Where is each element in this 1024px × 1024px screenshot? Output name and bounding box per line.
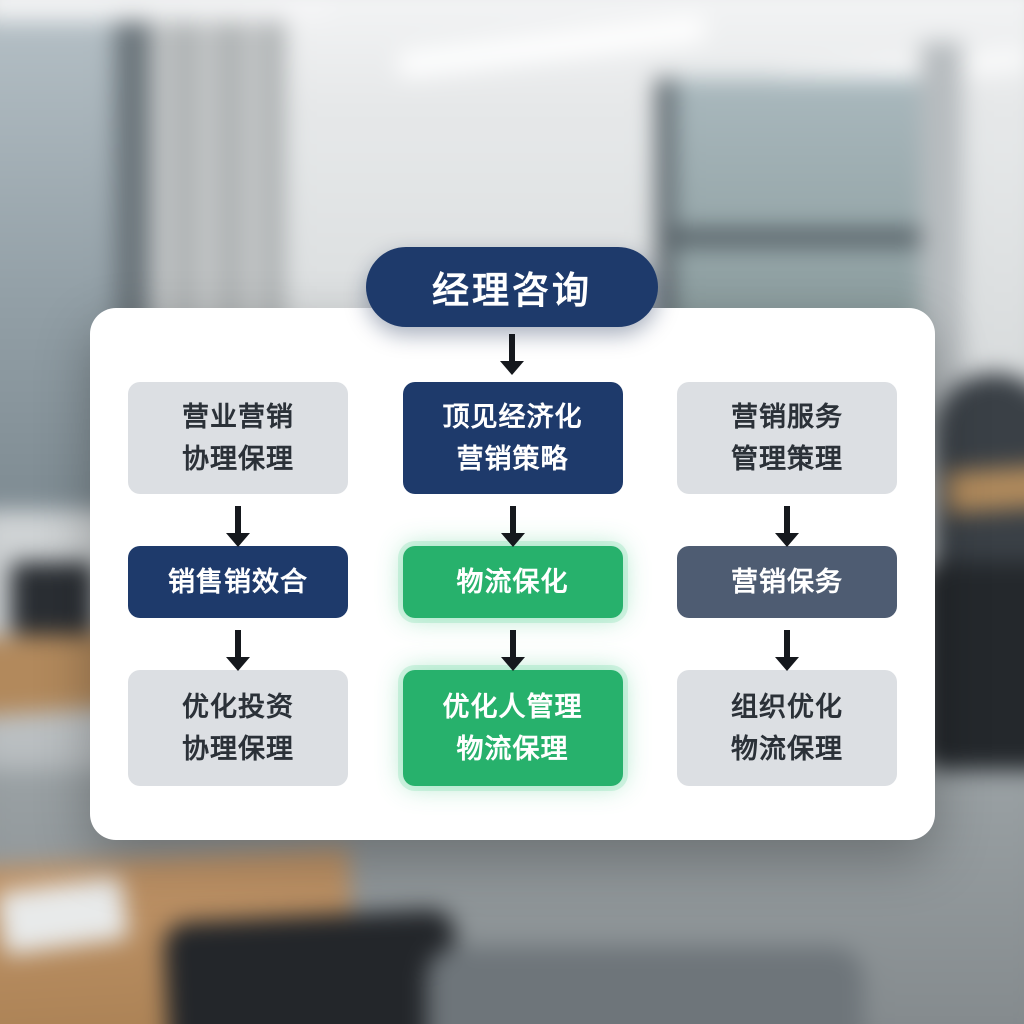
down-arrow-icon: [509, 334, 515, 362]
down-arrow-icon: [235, 506, 241, 534]
flowchart-header-label: 经理咨询: [432, 270, 592, 311]
monitor: [10, 561, 94, 635]
flow-column-left: 营业营销 协理保理 销售销效合 优化投资 协理保理: [128, 382, 348, 840]
flow-box-line: 营销服务: [731, 401, 843, 432]
flow-box-line: 管理策理: [731, 444, 843, 474]
flow-box-right-top: 营销服务 管理策理: [677, 382, 897, 494]
flow-box-line: 优化人管理: [442, 691, 583, 722]
flow-box-left-middle: 销售销效合: [128, 546, 348, 618]
down-arrow-icon: [509, 334, 515, 362]
flow-box-line: 销售销效合: [168, 566, 308, 597]
down-arrow-icon: [509, 506, 516, 534]
flow-box-line: 营销保务: [731, 566, 843, 597]
flow-box-line: 物流保理: [456, 734, 569, 764]
down-arrow-icon: [509, 618, 516, 670]
flow-box-line: 顶见经济化: [442, 401, 583, 432]
flow-box-line: 协理保理: [182, 734, 294, 764]
flow-box-line: 协理保理: [182, 444, 294, 474]
flow-box-line: 物流保化: [456, 566, 569, 597]
flow-column-right: 营销服务 管理策理 营销保务 组织优化 物流保理: [677, 382, 897, 840]
window-frame: [671, 229, 937, 246]
down-arrow-icon: [784, 494, 790, 546]
down-arrow-icon: [784, 630, 790, 658]
flow-box-left-bottom: 优化投资 协理保理: [128, 670, 348, 786]
flowchart-header: 经理咨询: [366, 247, 658, 327]
flowchart-grid: 营业营销 协理保理 销售销效合 优化投资 协理保理 顶见经济化 营销策略: [90, 308, 935, 840]
floor-shadow: [426, 946, 864, 1024]
flow-box-center-top: 顶见经济化 营销策略: [402, 382, 623, 494]
flow-box-center-bottom: 优化人管理 物流保理: [402, 670, 623, 786]
flow-box-right-middle: 营销保务: [677, 546, 897, 618]
down-arrow-icon: [509, 494, 516, 546]
flow-box-line: 营销策略: [456, 444, 569, 474]
down-arrow-icon: [235, 630, 241, 658]
flow-box-left-top: 营业营销 协理保理: [128, 382, 348, 494]
down-arrow-icon: [784, 506, 790, 534]
flow-box-center-middle: 物流保化: [402, 546, 623, 618]
flow-box-line: 物流保理: [731, 734, 843, 764]
down-arrow-icon: [509, 630, 516, 658]
flow-box-line: 组织优化: [731, 691, 843, 722]
flow-box-line: 优化投资: [182, 691, 294, 722]
office-chair: [920, 561, 1024, 770]
flow-box-line: 营业营销: [182, 401, 294, 432]
flow-column-center: 顶见经济化 营销策略 物流保化 优化人管理 物流保理: [402, 382, 623, 840]
down-arrow-icon: [784, 618, 790, 670]
flow-box-right-bottom: 组织优化 物流保理: [677, 670, 897, 786]
down-arrow-icon: [235, 618, 241, 670]
down-arrow-icon: [235, 494, 241, 546]
